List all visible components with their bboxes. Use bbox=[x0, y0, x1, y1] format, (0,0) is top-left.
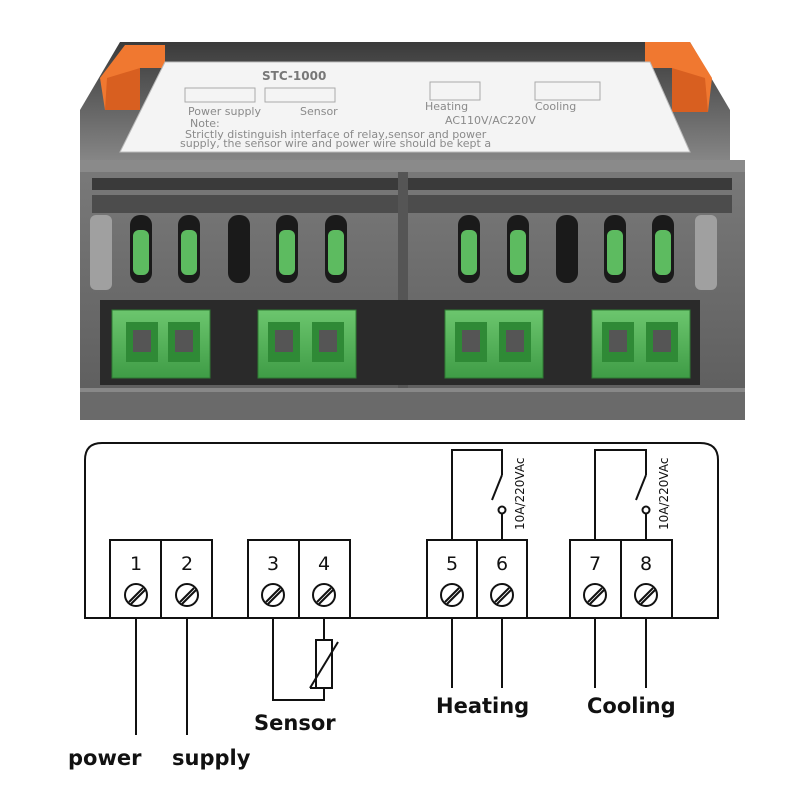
label-note-title: Note: bbox=[190, 117, 220, 130]
terminal-number: 1 bbox=[130, 553, 142, 575]
label-voltage-text: AC110V/AC220V bbox=[445, 114, 536, 127]
label-model-text: STC-1000 bbox=[262, 69, 326, 83]
screw-icon bbox=[634, 583, 658, 607]
mounting-clip-right bbox=[645, 42, 712, 112]
wiring-diagram: 1 2 3 4 5 6 7 8 10A/220VAc 10A/220VAc po… bbox=[68, 442, 719, 770]
relay-rating-cooling: 10A/220VAc bbox=[657, 458, 671, 530]
terminal-number: 7 bbox=[589, 553, 601, 575]
terminal-number: 3 bbox=[267, 553, 279, 575]
screw-icon bbox=[490, 583, 514, 607]
screw-icon bbox=[312, 583, 336, 607]
terminal-group-power bbox=[109, 539, 213, 619]
terminal-block-1-2 bbox=[111, 309, 211, 379]
terminal-number: 8 bbox=[640, 553, 652, 575]
terminal-group-cooling bbox=[569, 539, 673, 619]
screw-icon bbox=[175, 583, 199, 607]
device-rear-photo: STC-1000 Power supply Sensor Heating Coo… bbox=[80, 42, 745, 420]
terminal-block-3-4 bbox=[257, 309, 357, 379]
screw-icon bbox=[440, 583, 464, 607]
relay-switch-heating bbox=[451, 449, 507, 540]
relay-rating-heating: 10A/220VAc bbox=[513, 458, 527, 530]
label-power-text: Power supply bbox=[188, 105, 261, 118]
sensor-thermistor bbox=[272, 618, 339, 701]
screw-icon bbox=[583, 583, 607, 607]
label-note-line1: Strictly distinguish interface of relay,… bbox=[185, 128, 487, 141]
terminal-group-sensor bbox=[247, 539, 351, 619]
label-heating: Heating bbox=[436, 694, 529, 718]
label-sensor: Sensor bbox=[254, 711, 336, 735]
vent-slots bbox=[90, 215, 717, 290]
label-cooling: Cooling bbox=[587, 694, 676, 718]
terminal-number: 2 bbox=[181, 553, 193, 575]
terminal-number: 6 bbox=[496, 553, 508, 575]
label-note-line2: supply, the sensor wire and power wire s… bbox=[180, 137, 491, 150]
label-heating-text: Heating bbox=[425, 100, 468, 113]
label-sensor-text: Sensor bbox=[300, 105, 338, 118]
terminal-block-7-8 bbox=[591, 309, 691, 379]
terminal-number: 4 bbox=[318, 553, 330, 575]
product-label: STC-1000 Power supply Sensor Heating Coo… bbox=[119, 61, 691, 153]
label-power: power bbox=[68, 746, 142, 770]
terminal-group-heating bbox=[426, 539, 528, 619]
terminal-number: 5 bbox=[446, 553, 458, 575]
relay-switch-cooling bbox=[594, 449, 651, 540]
terminal-block-5-6 bbox=[444, 309, 544, 379]
screw-icon bbox=[261, 583, 285, 607]
label-supply: supply bbox=[172, 746, 251, 770]
screw-icon bbox=[124, 583, 148, 607]
label-cooling-text: Cooling bbox=[535, 100, 576, 113]
mounting-clip-left bbox=[100, 45, 165, 110]
controller-outline bbox=[84, 442, 719, 619]
